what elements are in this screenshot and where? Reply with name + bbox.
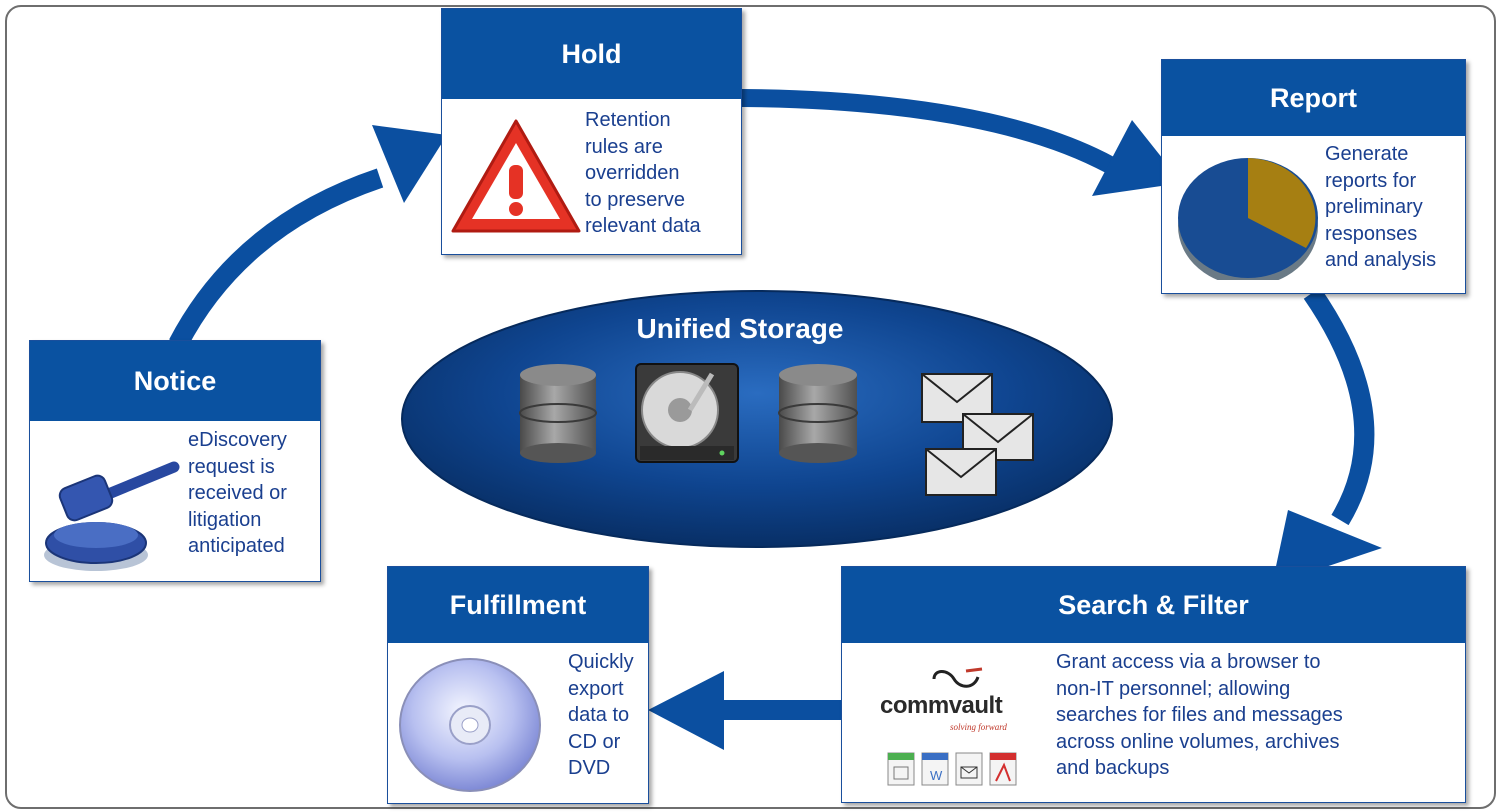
gavel-icon [44, 461, 180, 571]
arrow-search-to-fulfillment [712, 700, 847, 720]
arrow-notice-to-hold [169, 168, 384, 349]
hold-title: Hold [442, 9, 741, 99]
hard-drive-icon [635, 363, 739, 463]
fulfillment-box: Fulfillment Quickly export data to CD or… [387, 566, 649, 804]
svg-text:W: W [930, 768, 943, 783]
notice-description: eDiscovery request is received or litiga… [188, 429, 287, 557]
database-icon [778, 364, 858, 463]
commvault-tagline: solving forward [950, 722, 1007, 732]
search-filter-title: Search & Filter [842, 567, 1465, 643]
spreadsheet-file-icon [887, 752, 915, 786]
pdf-file-icon [989, 752, 1017, 786]
hold-box: Hold Retention rules are overridden to p… [441, 8, 742, 255]
report-description: Generate reports for preliminary respons… [1325, 143, 1437, 271]
notice-box: Notice eDiscovery request is received or… [29, 340, 321, 582]
fulfillment-title: Fulfillment [388, 567, 648, 643]
fulfillment-description: Quickly export data to CD or DVD [568, 651, 634, 779]
arrowhead-fulfillment [648, 671, 724, 750]
word-file-icon: W [921, 752, 949, 786]
cd-icon [399, 658, 541, 792]
search-filter-box: Search & Filter commvault solving forwar… [841, 566, 1466, 803]
mail-file-icon [955, 752, 983, 786]
arrow-hold-to-report [699, 88, 1115, 173]
database-icon [519, 364, 597, 463]
commvault-logo: commvault [880, 692, 1003, 719]
report-title: Report [1162, 60, 1465, 136]
arrowhead-report [1092, 120, 1182, 196]
warning-icon [451, 119, 581, 233]
arrow-report-to-search [1303, 287, 1375, 526]
hold-description: Retention rules are overridden to preser… [585, 109, 701, 237]
file-type-icons: W [887, 752, 1017, 786]
notice-title: Notice [30, 341, 320, 421]
envelopes-icon [921, 373, 1034, 496]
report-box: Report Generate reports for preliminary … [1161, 59, 1466, 294]
pie-chart-icon [1178, 158, 1318, 280]
search-filter-description: Grant access via a browser to non-IT per… [1056, 651, 1343, 779]
commvault-logo-mark [932, 667, 983, 688]
arrowhead-hold [372, 125, 447, 203]
unified-storage-title: Unified Storage [636, 313, 844, 344]
